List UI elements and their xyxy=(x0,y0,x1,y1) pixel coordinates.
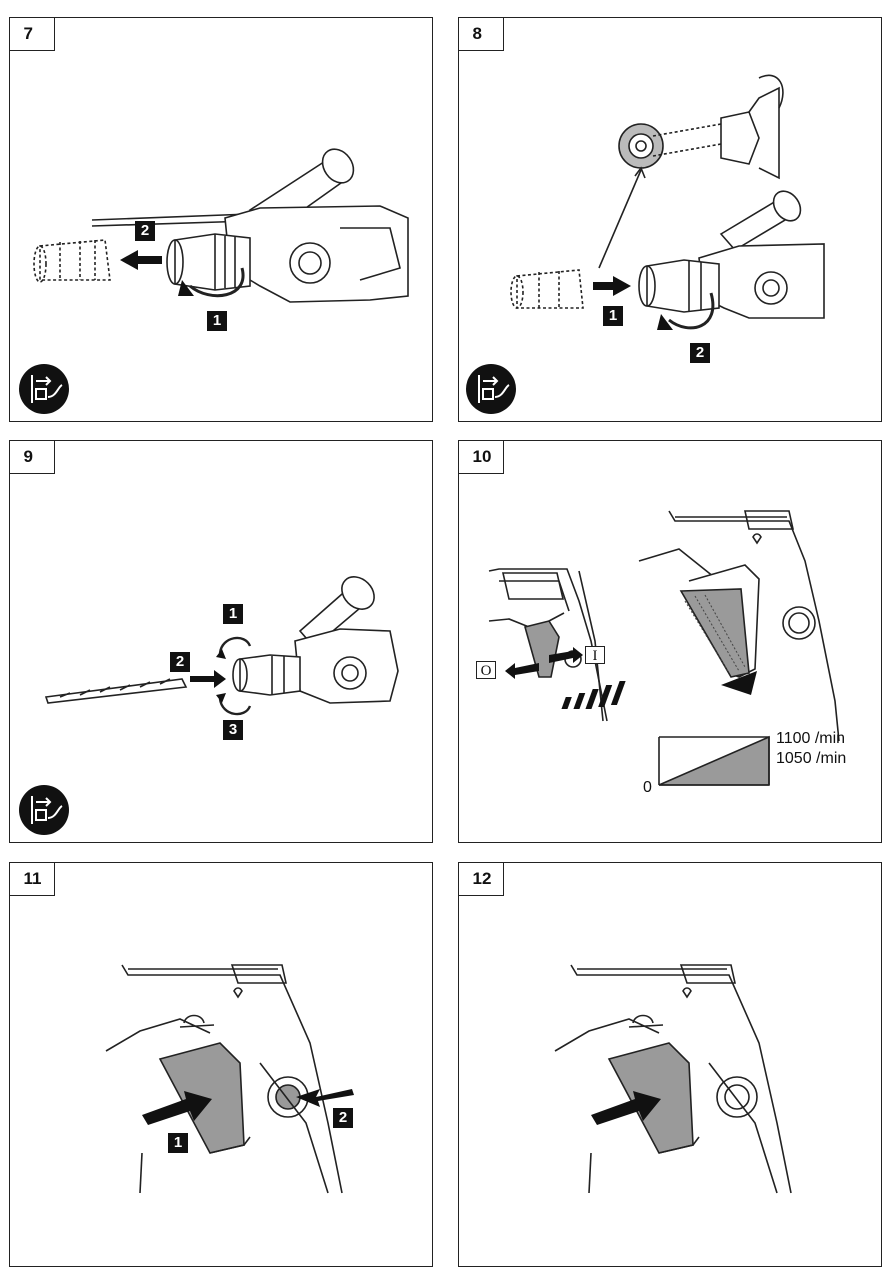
figure-panel-10: 10 xyxy=(457,439,882,843)
step-marker-3: 3 xyxy=(223,720,243,740)
figure-panel-12: 12 xyxy=(457,861,882,1267)
drill-chuck-attach-illustration xyxy=(510,74,825,330)
figure-number: 11 xyxy=(8,861,55,896)
step-marker-2: 2 xyxy=(170,652,190,672)
speed-low-label: 1050 /min xyxy=(776,750,847,767)
figure-panel-7: 7 xyxy=(8,16,433,422)
unplug-icon xyxy=(19,785,69,835)
unplug-icon xyxy=(19,364,69,414)
switch-off-label: O xyxy=(476,661,496,679)
figure-panel-8: 8 xyxy=(457,16,882,422)
speed-high-label: 1100 /min xyxy=(776,730,846,747)
lock-button-illustration xyxy=(105,964,354,1194)
figure-panel-9: 9 1 2 3 xyxy=(8,439,433,843)
unplug-icon xyxy=(466,364,516,414)
figure-number: 12 xyxy=(457,861,504,896)
step-marker-1: 1 xyxy=(223,604,243,624)
step-marker-1: 1 xyxy=(207,311,227,331)
step-marker-2: 2 xyxy=(690,343,710,363)
figure-panel-11: 11 1 2 xyxy=(8,861,433,1267)
step-marker-1: 1 xyxy=(168,1133,188,1153)
release-lock-illustration xyxy=(554,964,792,1194)
speed-axis-zero: 0 xyxy=(643,779,652,796)
step-marker-1: 1 xyxy=(603,306,623,326)
figure-number: 7 xyxy=(8,16,55,51)
switch-on-label: I xyxy=(585,646,605,664)
step-marker-2: 2 xyxy=(135,221,155,241)
on-off-switch-illustration xyxy=(488,510,840,786)
drill-bit-insert-illustration xyxy=(44,576,399,716)
step-marker-2: 2 xyxy=(333,1108,353,1128)
figure-number: 10 xyxy=(457,439,504,474)
figure-number: 8 xyxy=(457,16,504,51)
figure-number: 9 xyxy=(8,439,55,474)
drill-chuck-removal-illustration xyxy=(33,148,409,303)
